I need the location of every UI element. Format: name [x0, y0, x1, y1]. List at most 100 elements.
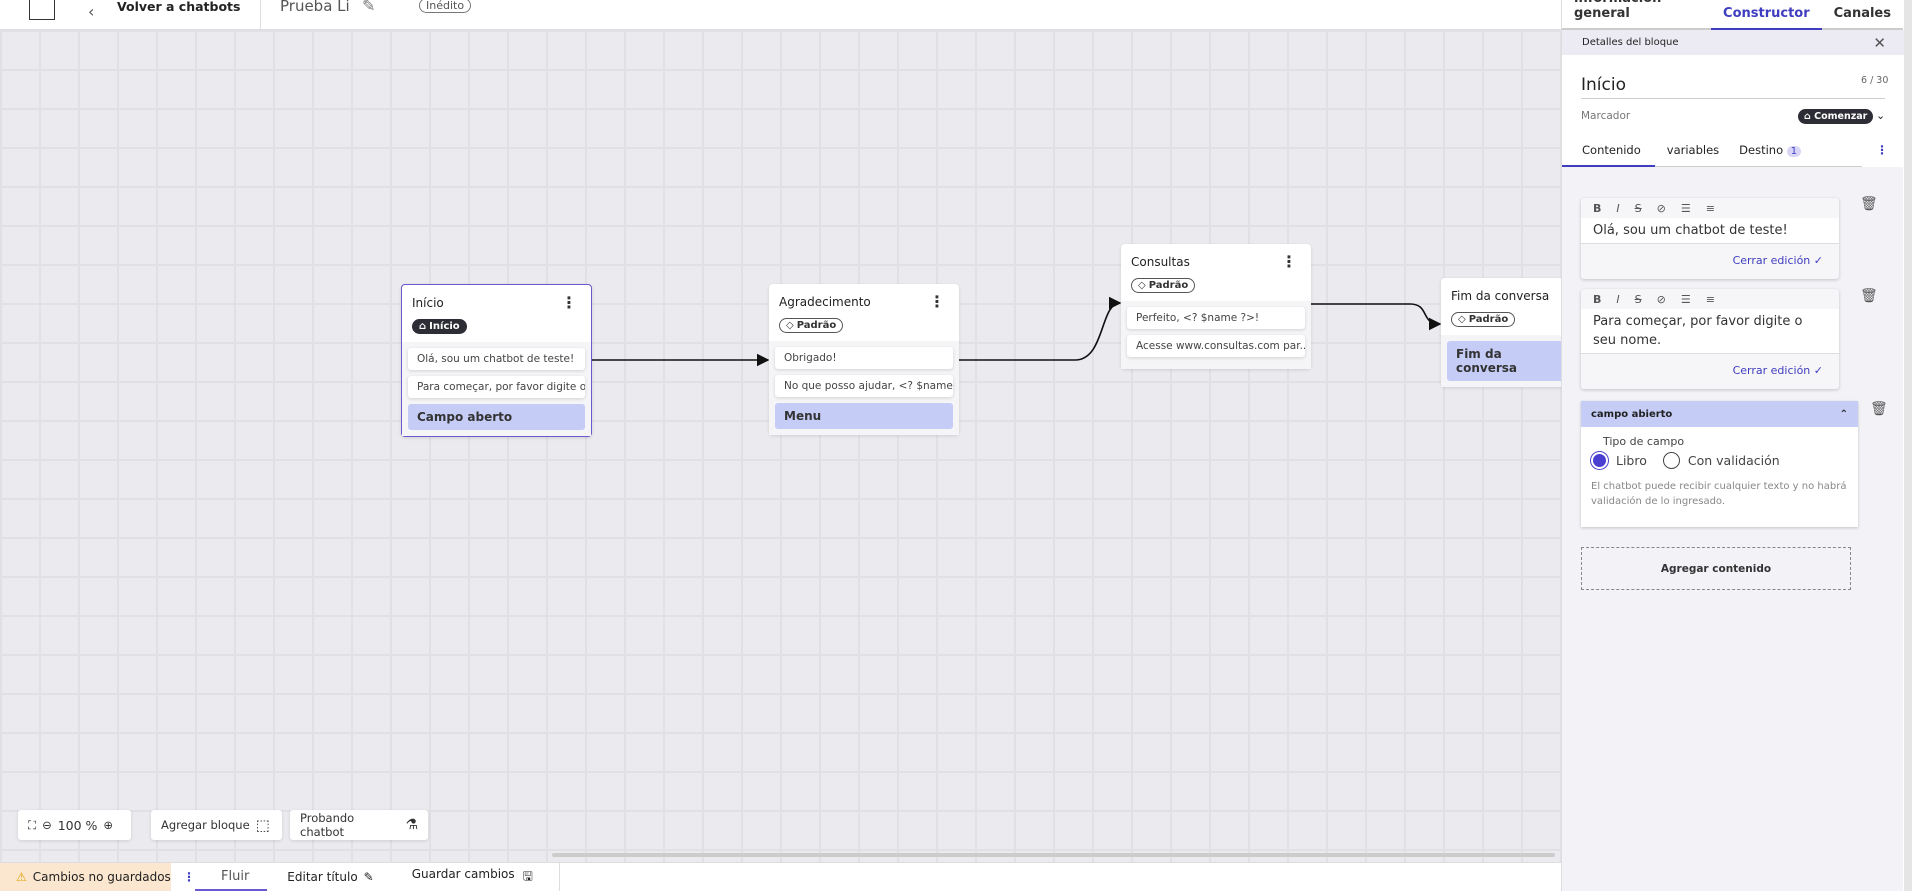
input-item[interactable]: Campo aberto — [408, 404, 585, 430]
link-icon[interactable]: ⊘ — [1656, 201, 1666, 215]
save-icon: 🖫 — [522, 868, 533, 883]
panel-scrollbar[interactable] — [1904, 0, 1912, 891]
radio-label: Libro — [1616, 453, 1647, 468]
strike-icon[interactable]: S — [1634, 201, 1642, 215]
more-options-icon[interactable]: ⋮ — [929, 292, 945, 311]
chevron-up-icon[interactable]: ⌃ — [1839, 408, 1848, 420]
horizontal-scrollbar[interactable] — [552, 853, 1555, 857]
home-icon: ⌂ — [1804, 111, 1815, 122]
radio-libro[interactable] — [1591, 452, 1608, 469]
tab-flow[interactable]: Fluir — [195, 863, 268, 891]
radio-con-validacion[interactable] — [1662, 452, 1680, 469]
bullet-list-icon[interactable]: ☰ — [1680, 201, 1691, 215]
edit-title-pencil-icon[interactable]: ✎ — [362, 0, 376, 15]
more-options-icon[interactable]: ⋮ — [561, 293, 577, 312]
tag-badge: ◇Padrão — [1131, 278, 1196, 293]
menu-item[interactable]: Menu — [775, 403, 953, 429]
back-chevron-icon[interactable]: ‹ — [88, 2, 95, 21]
warning-icon: ⚠ — [16, 870, 27, 884]
block-consultas[interactable]: Consultas ⋮ ◇Padrão Perfeito, <? $name ?… — [1121, 244, 1311, 369]
tab-builder[interactable]: Constructor — [1711, 6, 1822, 30]
tag-icon: ◇ — [1458, 314, 1466, 325]
tab-general-info[interactable]: información general — [1574, 0, 1661, 21]
marker-select[interactable]: ⌂ Comenzar — [1798, 109, 1874, 124]
block-inicio[interactable]: Início ⋮ ⌂Início Olá, sou um chatbot de … — [401, 284, 592, 437]
block-title: Agradecimento — [779, 295, 871, 309]
bullet-list-icon[interactable]: ☰ — [1680, 292, 1691, 306]
radio-label: Con validación — [1687, 453, 1780, 468]
tab-channels[interactable]: Canales — [1833, 6, 1891, 21]
add-block-icon: ⬚ — [255, 816, 270, 834]
trash-icon[interactable]: 🗑 — [1870, 401, 1888, 417]
bold-icon[interactable]: B — [1593, 292, 1602, 306]
logo-icon — [29, 0, 55, 20]
open-field-card: campo abierto⌃ Tipo de campo Libro Con v… — [1581, 401, 1858, 527]
close-icon[interactable]: ✕ — [1873, 33, 1886, 52]
add-block-button[interactable]: Agregar bloque ⬚ — [151, 810, 282, 840]
link-icon[interactable]: ⊘ — [1656, 292, 1666, 306]
close-edit-button[interactable]: Cerrar edición ✓ — [1732, 254, 1823, 267]
editor-text[interactable]: Para começar, por favor digite o seu nom… — [1581, 309, 1839, 354]
block-title: Consultas — [1131, 255, 1190, 269]
test-chatbot-label: Probando chatbot — [300, 811, 355, 839]
end-item[interactable]: Fim da conversa — [1447, 341, 1575, 381]
edit-title-button[interactable]: Editar título✎ — [287, 870, 374, 884]
field-help-text: El chatbot puede recibir cualquier texto… — [1591, 481, 1847, 507]
block-agradecimento[interactable]: Agradecimento ⋮ ◇Padrão Obrigado! No que… — [769, 284, 959, 435]
subtab-variables[interactable]: variables — [1666, 143, 1720, 157]
fit-screen-icon[interactable]: ⛶ — [28, 817, 37, 832]
trash-icon[interactable]: 🗑 — [1860, 196, 1878, 212]
zoom-out-icon[interactable]: ⊖ — [42, 818, 52, 832]
status-badge: Inédito — [419, 0, 472, 13]
chevron-down-icon[interactable]: ⌄ — [1876, 109, 1886, 122]
message-item[interactable]: Acesse www.consultas.com par... — [1127, 335, 1305, 357]
flask-icon: ⚗ — [405, 817, 418, 833]
message-item[interactable]: Perfeito, <? $name ?>! — [1127, 307, 1305, 329]
more-options-icon[interactable]: ⋮ — [1876, 143, 1888, 157]
italic-icon[interactable]: I — [1616, 292, 1620, 306]
field-type-label: Tipo de campo — [1603, 435, 1685, 448]
message-item[interactable]: Para começar, por favor digite o ... — [408, 376, 585, 398]
trash-icon[interactable]: 🗑 — [1860, 288, 1878, 304]
char-count: 6 / 30 — [1861, 75, 1889, 86]
italic-icon[interactable]: I — [1616, 201, 1620, 215]
connector-consultas-fim — [1311, 303, 1442, 331]
message-item[interactable]: Olá, sou um chatbot de teste! — [408, 348, 585, 370]
tag-badge: ◇Padrão — [779, 318, 844, 333]
tag-icon: ◇ — [1138, 280, 1146, 291]
add-content-button[interactable]: Agregar contenido — [1581, 547, 1851, 590]
message-item[interactable]: No que posso ajudar, <? $name ... — [775, 375, 953, 397]
numbered-list-icon[interactable]: ≡ — [1705, 292, 1715, 306]
bold-icon[interactable]: B — [1593, 201, 1602, 215]
back-button[interactable]: Volver a chatbots — [117, 0, 241, 14]
flow-canvas[interactable]: Início ⋮ ⌂Início Olá, sou um chatbot de … — [0, 30, 1581, 862]
subtab-destination[interactable]: Destino 1 — [1729, 143, 1811, 166]
connectors — [591, 296, 1442, 367]
zoom-in-icon[interactable]: ⊕ — [103, 818, 114, 832]
subtab-content[interactable]: Contenido — [1562, 143, 1655, 167]
test-chatbot-button[interactable]: Probando chatbot ⚗ — [290, 810, 428, 840]
open-field-header[interactable]: campo abierto⌃ — [1581, 401, 1858, 427]
home-icon: ⌂ — [419, 321, 427, 332]
bottom-bar: ⚠Cambios no guardados ⋮ Fluir Editar tít… — [0, 862, 1561, 891]
zoom-level: 100 % — [57, 817, 98, 833]
editor-text[interactable]: Olá, sou um chatbot de teste! — [1581, 218, 1839, 244]
strike-icon[interactable]: S — [1634, 292, 1642, 306]
marker-label: Marcador — [1581, 110, 1631, 122]
tag-badge: ◇Padrão — [1451, 312, 1516, 327]
block-name-input[interactable]: Início — [1581, 75, 1626, 95]
unsaved-changes-status: ⚠Cambios no guardados — [0, 863, 171, 891]
close-edit-button[interactable]: Cerrar edición ✓ — [1732, 364, 1823, 377]
more-options-icon[interactable]: ⋮ — [183, 870, 195, 884]
tag-icon: ◇ — [786, 320, 794, 331]
save-changes-button[interactable]: Guardar cambios🖫 — [412, 867, 533, 888]
connector-agradecimento-consultas — [958, 296, 1122, 361]
message-item[interactable]: Obrigado! — [775, 347, 953, 369]
top-bar: ‹ Volver a chatbots Prueba Li ✎ Inédito — [0, 0, 1561, 30]
block-fim-da-conversa[interactable]: Fim da conversa ◇Padrão Fim da conversa — [1441, 278, 1581, 387]
more-options-icon[interactable]: ⋮ — [1281, 252, 1297, 271]
numbered-list-icon[interactable]: ≡ — [1705, 201, 1715, 215]
